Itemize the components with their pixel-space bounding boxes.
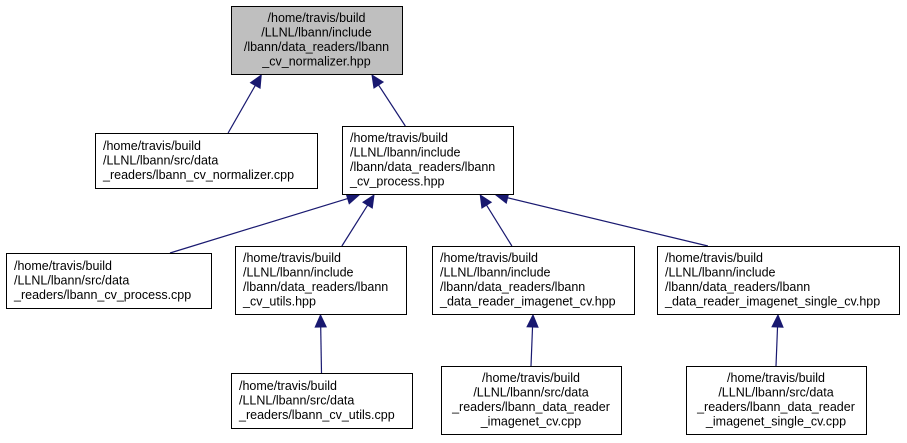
edge-cv-normalizer-cpp-to-cv-normalizer-hpp <box>227 85 256 134</box>
file-node-cv-normalizer-hpp[interactable]: /home/travis/build/LLNL/lbann/include/lb… <box>231 6 403 75</box>
edge-cv-process-hpp-to-cv-normalizer-hpp <box>378 84 406 127</box>
node-label-line: /home/travis/build <box>482 371 580 385</box>
node-box <box>441 366 622 435</box>
file-node-imagenet-cv-hpp[interactable]: /home/travis/build/LLNL/lbann/include/lb… <box>432 246 635 315</box>
node-label-line: /LLNL/lbann/include <box>261 26 372 40</box>
edge-cv-process-cpp-to-cv-process-hpp <box>169 197 348 254</box>
file-node-cv-process-cpp[interactable]: /home/travis/build/LLNL/lbann/src/data_r… <box>6 253 212 309</box>
node-label-line: _data_reader_imagenet_cv.hpp <box>439 295 616 309</box>
arrowhead-icon <box>362 193 375 209</box>
file-node-imagenet-cv-cpp[interactable]: /home/travis/build/LLNL/lbann/src/data_r… <box>441 366 622 435</box>
file-node-cv-normalizer-cpp[interactable]: /home/travis/build/LLNL/lbann/src/data_r… <box>95 133 318 189</box>
edge-imagenet-cv-cpp-to-imagenet-cv-hpp <box>530 326 534 367</box>
edge-cv-utils-cpp-to-cv-utils-hpp <box>320 326 323 374</box>
node-label-line: _cv_normalizer.hpp <box>261 55 370 69</box>
node-box <box>231 6 403 75</box>
file-node-cv-utils-cpp[interactable]: /home/travis/build/LLNL/lbann/src/data_r… <box>231 373 413 429</box>
node-label-line: /lbann/data_readers/lbann <box>244 40 389 54</box>
node-label-line: _readers/lbann_data_reader <box>696 400 855 414</box>
node-box <box>6 253 212 309</box>
node-label-line: /home/travis/build <box>239 379 337 393</box>
node-label-line: /LLNL/lbann/include <box>243 266 354 280</box>
node-label-line: _imagenet_cv.cpp <box>480 415 582 429</box>
node-label-line: /home/travis/build <box>665 251 763 265</box>
file-node-imagenet-single-cv-cpp[interactable]: /home/travis/build/LLNL/lbann/src/data_r… <box>686 366 867 435</box>
node-label-line: /lbann/data_readers/lbann <box>440 280 585 294</box>
file-node-cv-process-hpp[interactable]: /home/travis/build/LLNL/lbann/include/lb… <box>342 126 514 195</box>
node-label-line: /lbann/data_readers/lbann <box>665 280 810 294</box>
node-label-line: _readers/lbann_data_reader <box>451 400 610 414</box>
node-label-line: _cv_utils.hpp <box>242 295 316 309</box>
node-label-line: /lbann/data_readers/lbann <box>243 280 388 294</box>
arrowhead-icon <box>371 73 385 89</box>
node-label-line: _data_reader_imagenet_single_cv.hpp <box>664 295 880 309</box>
node-label-line: /home/travis/build <box>440 251 538 265</box>
node-label-line: /home/travis/build <box>14 259 112 273</box>
node-box <box>432 246 635 315</box>
node-label-line: /LLNL/lbann/src/data <box>718 386 833 400</box>
node-label-line: _readers/lbann_cv_normalizer.cpp <box>102 168 294 182</box>
node-label-line: /LLNL/lbann/src/data <box>239 393 354 407</box>
node-label-line: /LLNL/lbann/include <box>440 266 551 280</box>
arrowhead-icon <box>479 193 493 209</box>
arrowhead-icon <box>771 313 784 328</box>
dependency-edges <box>169 73 784 374</box>
edge-imagenet-single-cv-cpp-to-imagenet-single-cv-hpp <box>775 326 779 367</box>
node-label-line: /LLNL/lbann/include <box>350 146 461 160</box>
node-label-line: /LLNL/lbann/src/data <box>473 386 588 400</box>
node-box <box>342 126 514 195</box>
node-label-line: _cv_process.hpp <box>349 175 445 189</box>
node-label-line: /lbann/data_readers/lbann <box>350 160 495 174</box>
node-label-line: /home/travis/build <box>268 11 366 25</box>
arrowhead-icon <box>526 313 539 328</box>
edge-imagenet-cv-hpp-to-cv-process-hpp <box>486 204 513 247</box>
node-box <box>657 246 900 315</box>
node-label-line: /LLNL/lbann/src/data <box>103 153 218 167</box>
node-label-line: /home/travis/build <box>350 131 448 145</box>
node-box <box>231 373 413 429</box>
node-label-line: /LLNL/lbann/include <box>665 266 776 280</box>
file-node-cv-utils-hpp[interactable]: /home/travis/build/LLNL/lbann/include/lb… <box>235 246 407 315</box>
node-label-line: /home/travis/build <box>243 251 341 265</box>
node-label-line: /home/travis/build <box>103 139 201 153</box>
edge-cv-utils-hpp-to-cv-process-hpp <box>341 204 369 247</box>
node-label-line: _readers/lbann_cv_process.cpp <box>13 288 191 302</box>
node-label-line: /home/travis/build <box>727 371 825 385</box>
node-box <box>235 246 407 315</box>
arrowhead-icon <box>249 73 262 89</box>
node-label-line: _readers/lbann_cv_utils.cpp <box>238 408 395 422</box>
node-label-line: /LLNL/lbann/src/data <box>14 273 129 287</box>
node-box <box>686 366 867 435</box>
node-box <box>95 133 318 189</box>
node-label-line: _imagenet_single_cv.cpp <box>705 415 846 429</box>
file-nodes: /home/travis/build/LLNL/lbann/include/lb… <box>6 6 900 435</box>
arrowhead-icon <box>314 313 327 328</box>
file-node-imagenet-single-cv-hpp[interactable]: /home/travis/build/LLNL/lbann/include/lb… <box>657 246 900 315</box>
edge-imagenet-single-cv-hpp-to-cv-process-hpp <box>507 197 709 247</box>
